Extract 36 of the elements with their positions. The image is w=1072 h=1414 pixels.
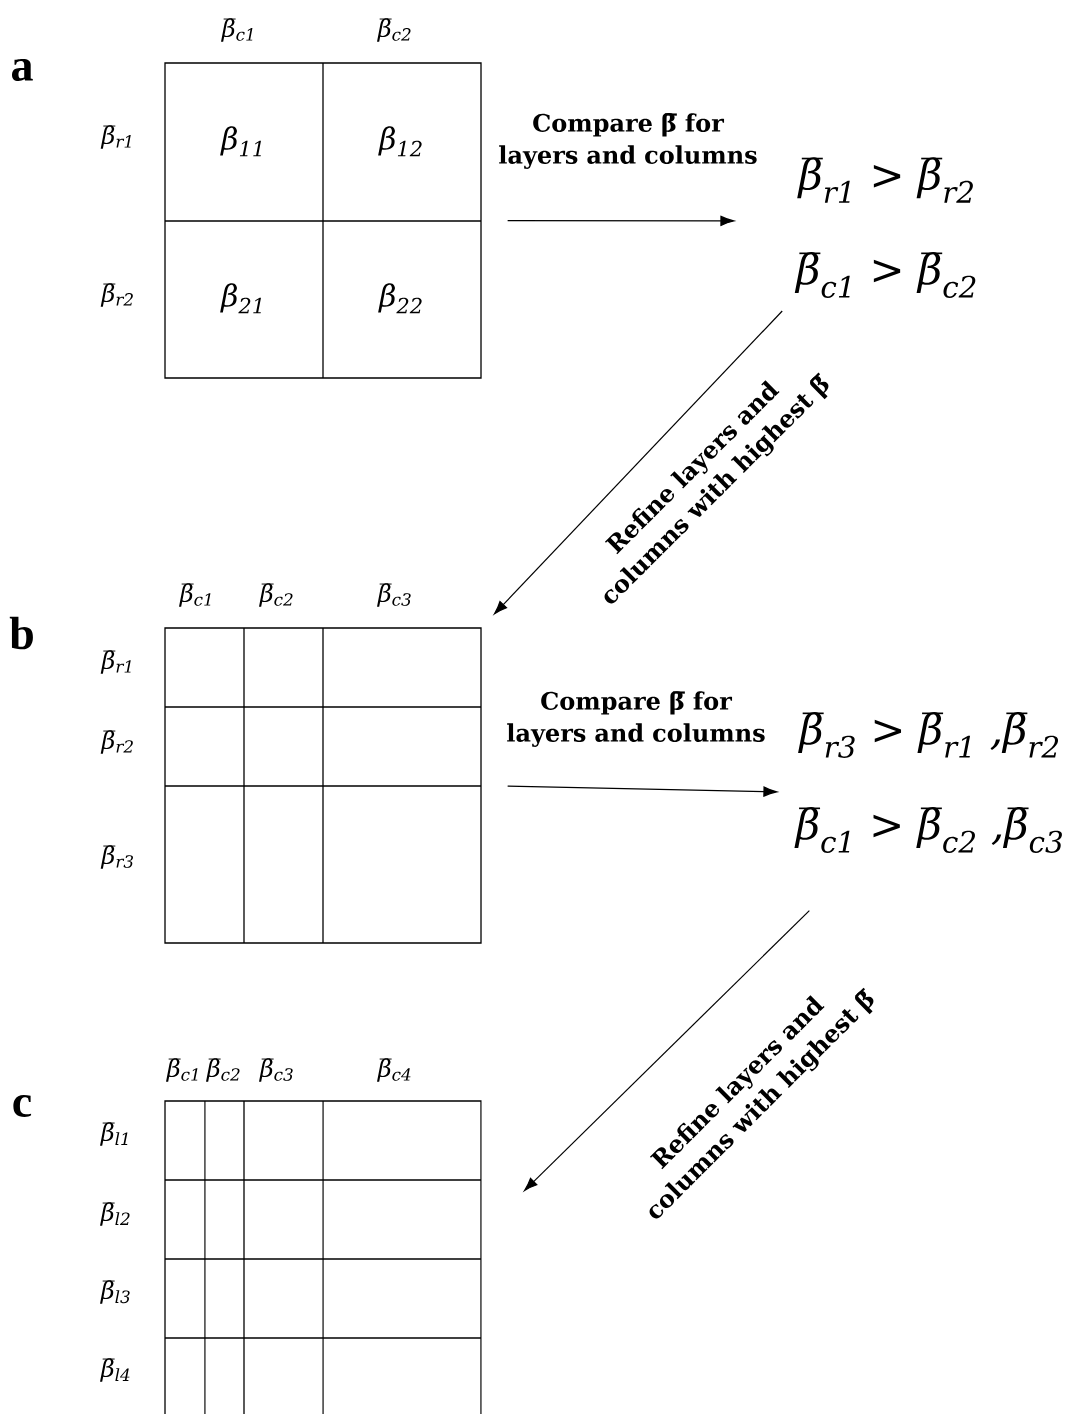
arrow xyxy=(507,785,778,797)
header-label: β̅$_{r3}$ xyxy=(100,845,134,869)
grid-table xyxy=(164,1100,482,1414)
header-label: β̅$_{l4}$ xyxy=(100,1358,130,1382)
inequality-text: β̅$_{r1}$ > β̅$_{r2}$ β̅$_{c1}$ > β̅$_{c2}$ xyxy=(794,157,976,298)
inequality-text: β̅$_{r3}$ > β̅$_{r1}$ ,β̅$_{r2}$ β̅$_{c1}$ > β̅$_{c2}$ ,β̅$_{c3}$ xyxy=(794,712,1062,853)
grid-cell: β$_{11}$ xyxy=(220,126,261,157)
arrow xyxy=(523,910,810,1192)
header-label: β̅$_{l2}$ xyxy=(100,1202,130,1226)
panel-letter: b xyxy=(9,616,33,650)
header-label: β̅$_{l3}$ xyxy=(100,1280,130,1304)
grid-table xyxy=(164,627,482,944)
header-label: β̅$_{r1}$ xyxy=(100,650,131,674)
header-label: β̅$_{r2}$ xyxy=(100,730,133,754)
panel-letter: c xyxy=(13,1094,32,1118)
header-label: β̅$_{c1}$ xyxy=(179,583,211,607)
arrow xyxy=(493,310,783,615)
grid-cell: β$_{12}$ xyxy=(378,126,422,157)
header-label: β̅$_{c1}$ xyxy=(166,1058,198,1082)
header-label: β̅$_{c3}$ xyxy=(259,1058,293,1082)
grid-table xyxy=(164,62,482,379)
edge-label: Compare β̅ for layers and columns xyxy=(492,112,764,170)
arrow xyxy=(507,215,735,226)
header-label: β̅$_{c3}$ xyxy=(377,583,411,607)
header-label: β̅$_{c2}$ xyxy=(377,18,411,42)
header-label: β̅$_{c2}$ xyxy=(206,1058,240,1082)
edge-label: Compare β̅ for layers and columns xyxy=(500,690,772,748)
header-label: β̅$_{c4}$ xyxy=(377,1058,411,1082)
header-label: β̅$_{r1}$ xyxy=(100,125,131,149)
header-label: β̅$_{l1}$ xyxy=(100,1122,128,1146)
grid-cell: β$_{21}$ xyxy=(220,283,261,314)
grid-cell: β$_{22}$ xyxy=(378,283,422,314)
header-label: β̅$_{c1}$ xyxy=(221,18,253,42)
header-label: β̅$_{c2}$ xyxy=(259,583,293,607)
header-label: β̅$_{r2}$ xyxy=(100,283,133,307)
panel-letter: a xyxy=(12,59,33,82)
